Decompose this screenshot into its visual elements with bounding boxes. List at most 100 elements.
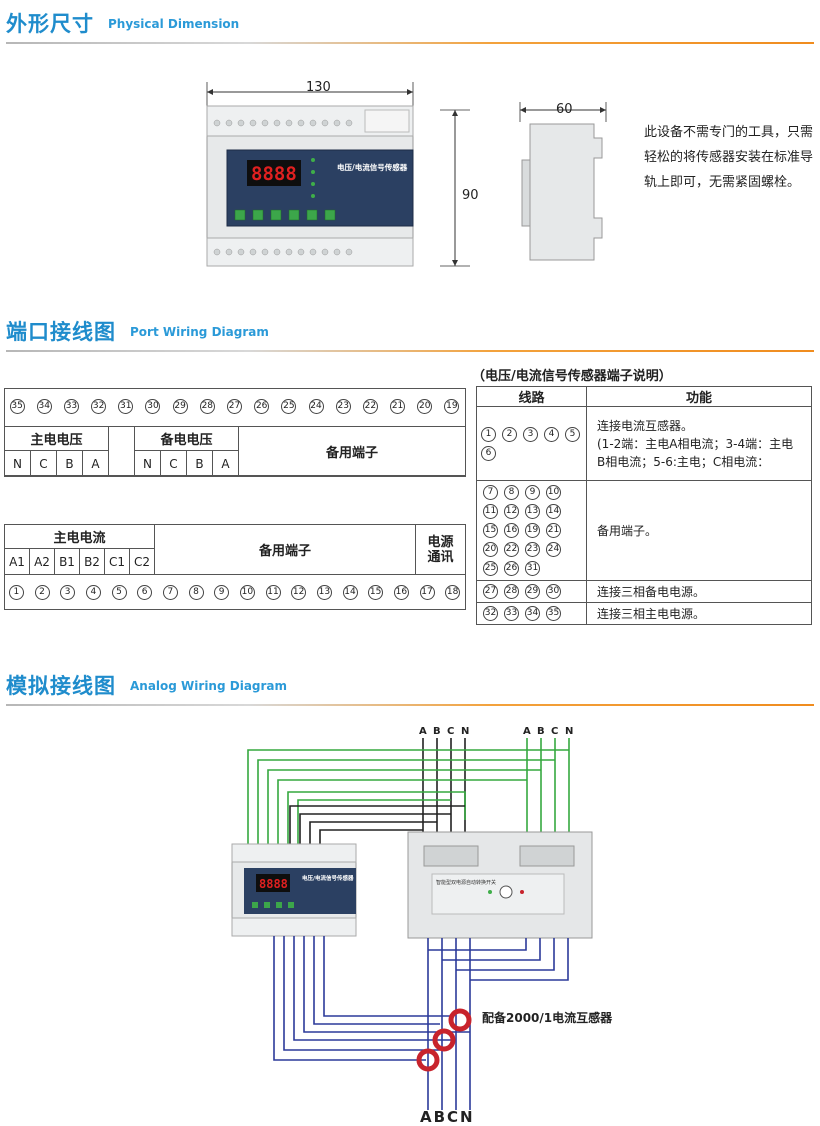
terminal-number-circle: 30 [546, 584, 561, 599]
terminal-number-circle: 13 [316, 585, 332, 600]
phase-label: C [447, 726, 454, 737]
terminal-number-circle: 3 [523, 426, 538, 442]
phase-label: A [523, 726, 531, 737]
analog-wiring-diagram: A B C N A B C N 8888 电压/电流信号传感器 智能型双电源 [231, 726, 613, 1126]
section-title-cn: 外形尺寸 [6, 12, 94, 36]
row-nums: 27 28 29 30 [476, 580, 587, 603]
terminal-number-circle: 21 [546, 523, 561, 538]
terminal-number-circle: 31 [525, 561, 540, 576]
phase-cell: B [186, 450, 213, 477]
spare-terminal-label: 备用端子 [154, 524, 416, 575]
phase-label: N [565, 726, 573, 737]
power-comm-label: 电源 通讯 [415, 524, 466, 575]
terminal-number-circle: 28 [504, 584, 519, 599]
terminal-number-circle: 12 [504, 504, 519, 519]
terminal-number-circle: 22 [362, 399, 378, 414]
terminal-number-circle: 9 [525, 485, 540, 500]
terminal-number-circle: 25 [281, 399, 297, 414]
section-title-cn: 模拟接线图 [6, 674, 116, 698]
phase-cell: C [160, 450, 187, 477]
dimension-width: 130 [306, 80, 331, 95]
terminal-number-circle: 16 [504, 523, 519, 538]
phase-cell: C [30, 450, 57, 477]
terminal-number-circle: 23 [335, 399, 351, 414]
terminal-number-circle: 33 [63, 399, 79, 414]
terminal-number-circle: 32 [91, 399, 107, 414]
terminal-number-circle: 8 [188, 585, 204, 600]
section-rule [6, 42, 814, 44]
dimension-height: 90 [462, 188, 479, 203]
terminal-number-circle: 2 [34, 585, 50, 600]
section-title-en: Physical Dimension [108, 17, 240, 31]
terminal-number-circle: 25 [483, 561, 498, 576]
terminal-number-circle: 22 [504, 542, 519, 557]
section-rule [6, 704, 814, 706]
terminal-number-circle: 20 [417, 399, 433, 414]
phase-label: A [419, 726, 427, 737]
terminal-number-circle: 3 [60, 585, 76, 600]
terminal-number-circle: 19 [525, 523, 540, 538]
terminal-number-circle: 30 [145, 399, 161, 414]
device-front-title: 电压/电流信号传感器 [337, 162, 408, 172]
terminal-number-circle: 26 [254, 399, 270, 414]
bottom-phase-label: ABCN [420, 1108, 475, 1126]
port-bottom-label-table: 主电电流 备用端子 电源 通讯 A1 A2 B1 B2 C1 C2 [4, 524, 466, 575]
analog-device-display: 8888 [259, 877, 288, 891]
description-line: 轨上即可，无需紧固螺栓。 [644, 175, 801, 190]
terminal-number-circle: 14 [342, 585, 358, 600]
phase-label: C [551, 726, 558, 737]
device-display: 8888 [251, 163, 297, 185]
terminal-number-circle: 12 [291, 585, 307, 600]
main-current-label: 主电电流 [4, 524, 155, 549]
section-title-en: Port Wiring Diagram [130, 325, 269, 339]
terminal-number-circle: 28 [199, 399, 215, 414]
section-header-analog: 模拟接线图 Analog Wiring Diagram [6, 670, 814, 710]
current-cell: C2 [129, 548, 155, 575]
phase-cell: A [82, 450, 109, 477]
terminal-number-circle: 29 [525, 584, 540, 599]
col-line-header: 线路 [476, 386, 587, 407]
phase-label: N [461, 726, 469, 737]
terminal-number-circle: 5 [565, 426, 580, 442]
terminal-caption: （电压/电流信号传感器端子说明） [472, 369, 672, 384]
terminal-number-circle: 27 [483, 584, 498, 599]
section-title-cn: 端口接线图 [6, 320, 116, 344]
terminal-number-circle: 35 [9, 399, 25, 414]
section-rule [6, 350, 814, 352]
terminal-number-circle: 4 [544, 426, 559, 442]
terminal-number-circle: 7 [162, 585, 178, 600]
section-header-port: 端口接线图 Port Wiring Diagram [6, 316, 814, 356]
terminal-number-circle: 15 [368, 585, 384, 600]
terminal-number-circle: 11 [483, 504, 498, 519]
terminal-number-circle: 15 [483, 523, 498, 538]
terminal-number-circle: 21 [390, 399, 406, 414]
phase-cell: N [4, 450, 31, 477]
terminal-number-circle: 24 [308, 399, 324, 414]
phase-cell: A [212, 450, 239, 477]
port-top-label-table: 主电电压 备电电压 备用端子 N C B A N C B A [4, 426, 466, 477]
terminal-number-circle: 19 [444, 399, 460, 414]
terminal-number-circle: 20 [483, 542, 498, 557]
phase-cell: N [134, 450, 161, 477]
dimension-depth: 60 [556, 102, 573, 117]
terminal-number-circle: 10 [239, 585, 255, 600]
current-cell: A1 [4, 548, 30, 575]
phase-label: B [433, 726, 441, 737]
main-voltage-label: 主电电压 [4, 426, 109, 451]
phase-cell: B [56, 450, 83, 477]
device-side-view [519, 102, 607, 261]
terminal-number-circle: 1 [8, 585, 24, 600]
terminal-number-circle: 32 [483, 606, 498, 621]
terminal-number-circle: 23 [525, 542, 540, 557]
terminal-number-circle: 4 [85, 585, 101, 600]
phase-label: B [537, 726, 545, 737]
current-cell: C1 [104, 548, 130, 575]
terminal-number-circle: 27 [227, 399, 242, 414]
terminal-number-circle: 13 [525, 504, 540, 519]
